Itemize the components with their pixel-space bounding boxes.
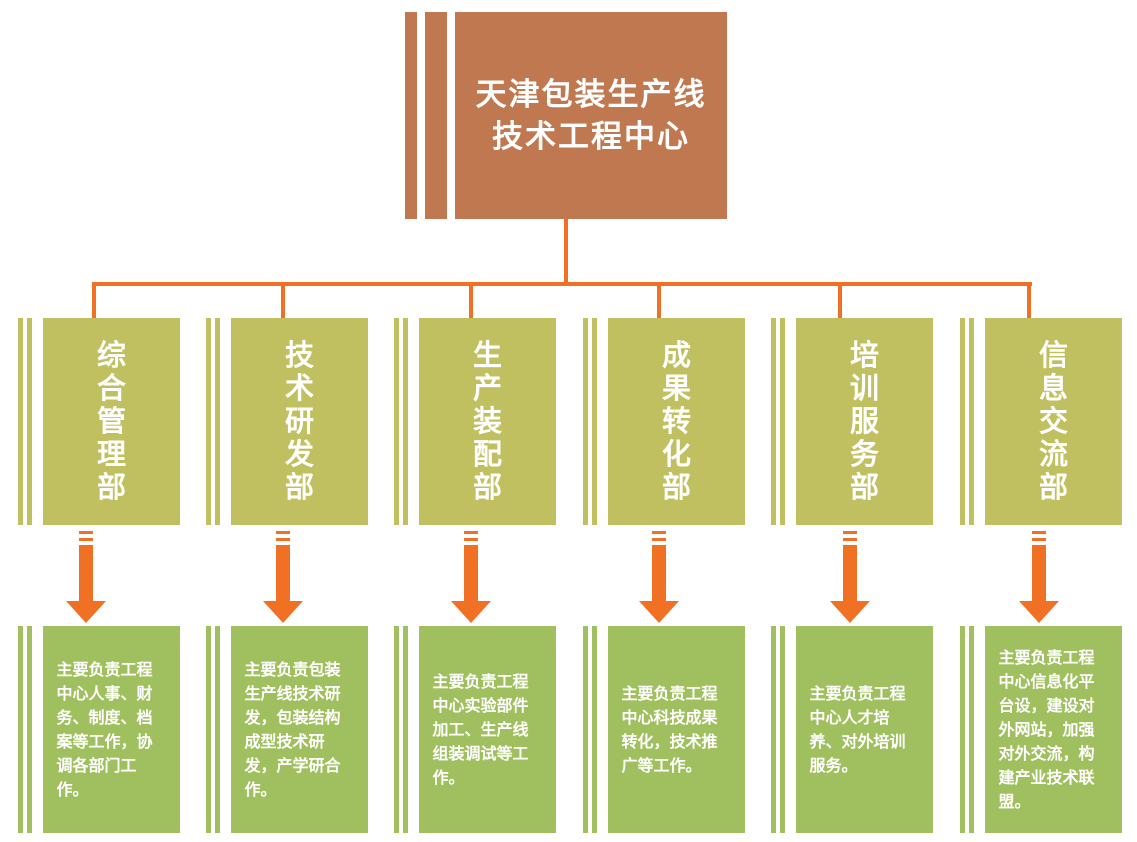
- description-text: 主要负责工程中心信息化平台设，建设对外网站，加强对外交流，构建产业技术联盟。: [998, 647, 1095, 811]
- description-text: 主要负责工程中心实验部件加工、生产线组装调试等工作。: [432, 671, 529, 787]
- horizontal-connector: [92, 282, 1032, 286]
- description-box: 主要负责工程中心信息化平台设，建设对外网站，加强对外交流，构建产业技术联盟。: [960, 626, 1122, 833]
- department-char: 产: [472, 371, 502, 405]
- department-char: 部: [661, 470, 691, 504]
- department-char: 部: [96, 470, 126, 504]
- branch-connector-6: [1027, 282, 1031, 319]
- department-char: 果: [661, 371, 691, 405]
- department-char: 信: [1038, 338, 1068, 372]
- department-char: 化: [661, 437, 691, 471]
- department-char: 理: [96, 437, 126, 471]
- down-arrow-icon: [451, 531, 491, 623]
- department-char: 研: [284, 404, 314, 438]
- department-char: 部: [284, 470, 314, 504]
- department-char: 转: [661, 404, 691, 438]
- description-text: 主要负责工程中心人才培养、对外培训服务。: [809, 683, 906, 775]
- department-char: 服: [849, 404, 879, 438]
- department-node: 成 果 转 化 部: [583, 318, 745, 525]
- department-char: 配: [472, 437, 502, 471]
- down-arrow-icon: [1019, 531, 1059, 623]
- department-char: 生: [472, 338, 502, 372]
- root-connector: [564, 219, 568, 283]
- branch-connector-4: [657, 282, 661, 319]
- branch-connector-5: [838, 282, 842, 319]
- department-char: 装: [472, 404, 502, 438]
- department-char: 综: [96, 338, 126, 372]
- description-box: 主要负责包装生产线技术研发，包装结构成型技术研发，产学研合作。: [206, 626, 368, 833]
- description-box: 主要负责工程中心人事、财务、制度、档案等工作，协调各部门工作。: [18, 626, 180, 833]
- description-box: 主要负责工程中心实验部件加工、生产线组装调试等工作。: [394, 626, 556, 833]
- department-char: 部: [472, 470, 502, 504]
- root-title-line2: 技术工程中心: [492, 118, 690, 155]
- description-box: 主要负责工程中心人才培养、对外培训服务。: [771, 626, 933, 833]
- department-char: 流: [1038, 437, 1068, 471]
- description-text: 主要负责工程中心人事、财务、制度、档案等工作，协调各部门工作。: [56, 659, 153, 799]
- branch-connector-1: [92, 282, 96, 319]
- description-box: 主要负责工程中心科技成果转化，技术推广等工作。: [583, 626, 745, 833]
- branch-connector-3: [469, 282, 473, 319]
- department-char: 部: [1038, 470, 1068, 504]
- department-node: 培 训 服 务 部: [771, 318, 933, 525]
- department-char: 息: [1038, 371, 1068, 405]
- branch-connector-2: [281, 282, 285, 319]
- department-char: 成: [661, 338, 691, 372]
- department-node: 生 产 装 配 部: [394, 318, 556, 525]
- down-arrow-icon: [263, 531, 303, 623]
- department-char: 部: [849, 470, 879, 504]
- description-text: 主要负责工程中心科技成果转化，技术推广等工作。: [621, 683, 718, 775]
- department-char: 务: [849, 437, 879, 471]
- down-arrow-icon: [639, 531, 679, 623]
- department-char: 管: [96, 404, 126, 438]
- department-char: 培: [849, 338, 879, 372]
- down-arrow-icon: [66, 531, 106, 623]
- department-char: 技: [284, 338, 314, 372]
- department-char: 合: [96, 371, 126, 405]
- root-title-line1: 天津包装生产线: [475, 76, 707, 113]
- department-char: 交: [1038, 404, 1068, 438]
- root-node: 天津包装生产线 技术工程中心: [455, 12, 727, 219]
- department-node: 信 息 交 流 部: [960, 318, 1122, 525]
- department-char: 训: [849, 371, 879, 405]
- department-node: 综 合 管 理 部: [18, 318, 180, 525]
- down-arrow-icon: [830, 531, 870, 623]
- department-char: 术: [284, 371, 314, 405]
- department-char: 发: [284, 437, 314, 471]
- description-text: 主要负责包装生产线技术研发，包装结构成型技术研发，产学研合作。: [244, 659, 341, 799]
- department-node: 技 术 研 发 部: [206, 318, 368, 525]
